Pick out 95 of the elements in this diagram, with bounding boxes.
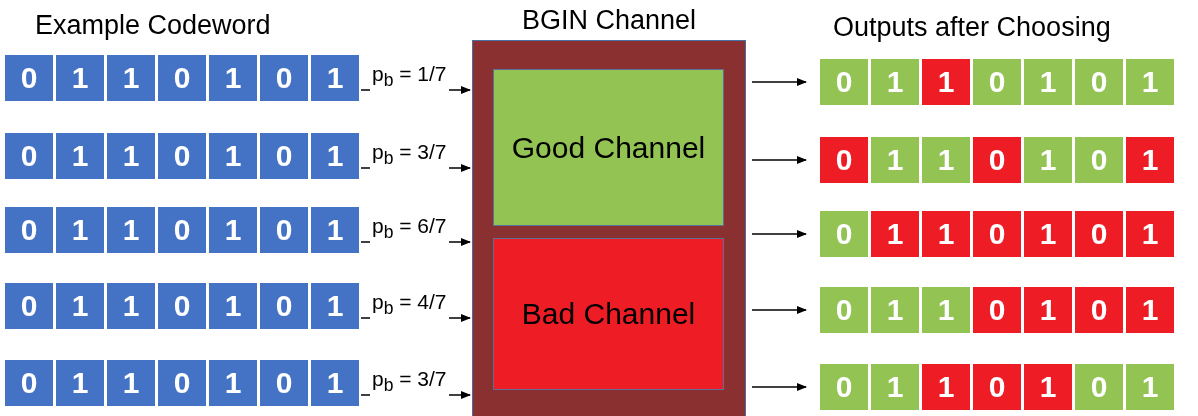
bit-cell: 1 [311, 360, 359, 406]
edge-label: p$_{b}$ = 4/7 [370, 291, 449, 320]
bit-cell: 1 [871, 287, 919, 333]
bit-cell: 0 [158, 207, 206, 253]
bit-cell: 0 [260, 55, 308, 101]
bit-cell: 1 [871, 364, 919, 410]
bit-cell: 0 [260, 207, 308, 253]
bit-cell: 0 [973, 287, 1021, 333]
bit-cell: 1 [311, 133, 359, 179]
edge-label: p$_{b}$ = 1/7 [370, 63, 449, 92]
codeword-bar [5, 360, 359, 406]
bit-cell: 0 [5, 55, 53, 101]
codeword-bar [820, 137, 1174, 183]
bad-channel-box: Bad Channel [493, 238, 724, 390]
edge-label: p$_{b}$ = 3/7 [370, 141, 449, 170]
bit-cell: 1 [871, 137, 919, 183]
bit-cell: 1 [311, 207, 359, 253]
bit-cell: 1 [1024, 211, 1072, 257]
bit-cell: 1 [209, 360, 257, 406]
bit-cell: 0 [973, 59, 1021, 105]
bit-cell: 1 [1126, 364, 1174, 410]
codeword-bar [5, 133, 359, 179]
codeword-bar [820, 211, 1174, 257]
bit-cell: 0 [260, 360, 308, 406]
arrow [751, 306, 807, 314]
bit-cell: 0 [260, 133, 308, 179]
bit-cell: 1 [1024, 59, 1072, 105]
bit-cell: 0 [1075, 287, 1123, 333]
bit-cell: 1 [209, 207, 257, 253]
bit-cell: 0 [158, 133, 206, 179]
bit-cell: 1 [56, 207, 104, 253]
bit-cell: 1 [1126, 211, 1174, 257]
bit-cell: 1 [1024, 364, 1072, 410]
bit-cell: 0 [5, 133, 53, 179]
bit-cell: 1 [1126, 59, 1174, 105]
bit-cell: 0 [158, 55, 206, 101]
bit-cell: 1 [1126, 287, 1174, 333]
bit-cell: 0 [973, 211, 1021, 257]
bit-cell: 0 [5, 207, 53, 253]
bit-cell: 0 [820, 137, 868, 183]
bit-cell: 0 [158, 283, 206, 329]
codeword-bar [820, 287, 1174, 333]
bit-cell: 0 [973, 364, 1021, 410]
arrow [751, 230, 807, 238]
edge-label: p$_{b}$ = 6/7 [370, 215, 449, 244]
arrow [751, 156, 807, 164]
bit-cell: 1 [209, 55, 257, 101]
bit-cell: 1 [56, 360, 104, 406]
good-channel-box: Good Channel [493, 69, 724, 226]
bit-cell: 1 [107, 133, 155, 179]
bit-cell: 0 [973, 137, 1021, 183]
codeword-bar [5, 55, 359, 101]
bit-cell: 1 [311, 55, 359, 101]
heading: Example Codeword [35, 10, 271, 41]
bit-cell: 1 [1024, 137, 1072, 183]
bit-cell: 0 [5, 360, 53, 406]
bit-cell: 0 [1075, 211, 1123, 257]
bit-cell: 0 [1075, 364, 1123, 410]
bit-cell: 0 [820, 59, 868, 105]
bit-cell: 1 [922, 59, 970, 105]
bit-cell: 0 [820, 364, 868, 410]
channel-title: BGIN Channel [520, 5, 698, 36]
bit-cell: 0 [1075, 59, 1123, 105]
bit-cell: 0 [820, 287, 868, 333]
bit-cell: 1 [922, 211, 970, 257]
bit-cell: 1 [107, 207, 155, 253]
bit-cell: 1 [209, 283, 257, 329]
bit-cell: 1 [1024, 287, 1072, 333]
bit-cell: 0 [1075, 137, 1123, 183]
bit-cell: 1 [107, 360, 155, 406]
bit-cell: 1 [922, 364, 970, 410]
edge-label: p$_{b}$ = 3/7 [370, 368, 449, 397]
arrow [751, 383, 807, 391]
bit-cell: 1 [922, 137, 970, 183]
bit-cell: 1 [871, 211, 919, 257]
bit-cell: 1 [209, 133, 257, 179]
bit-cell: 0 [5, 283, 53, 329]
arrow [751, 78, 807, 86]
bit-cell: 1 [56, 133, 104, 179]
bit-cell: 1 [311, 283, 359, 329]
bit-cell: 1 [1126, 137, 1174, 183]
codeword-bar [5, 207, 359, 253]
bit-cell: 0 [820, 211, 868, 257]
bit-cell: 1 [922, 287, 970, 333]
bit-cell: 1 [107, 55, 155, 101]
codeword-bar [5, 283, 359, 329]
bit-cell: 1 [107, 283, 155, 329]
bit-cell: 1 [56, 55, 104, 101]
bit-cell: 0 [260, 283, 308, 329]
bit-cell: 1 [871, 59, 919, 105]
codeword-bar [820, 364, 1174, 410]
bit-cell: 0 [158, 360, 206, 406]
codeword-bar [820, 59, 1174, 105]
bit-cell: 1 [56, 283, 104, 329]
heading: Outputs after Choosing [833, 12, 1111, 43]
